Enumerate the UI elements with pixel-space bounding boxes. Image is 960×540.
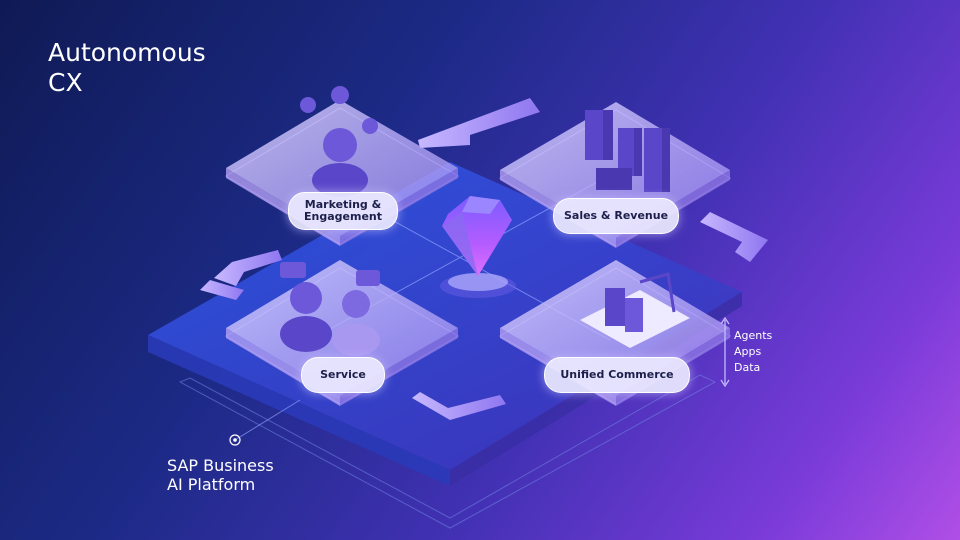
unified-commerce-label: Unified Commerce bbox=[544, 357, 690, 393]
platform-pointer bbox=[229, 434, 241, 446]
flow-arrows bbox=[200, 98, 768, 420]
layer-agents: Agents bbox=[734, 329, 773, 342]
marketing-engagement-label: Marketing & Engagement bbox=[288, 192, 398, 230]
layer-data: Data bbox=[734, 361, 761, 374]
marketing-label-line-2: Engagement bbox=[304, 210, 382, 223]
marketing-label-line-1: Marketing & bbox=[304, 198, 382, 211]
platform-line-1: SAP Business bbox=[167, 456, 274, 475]
marketing-tile bbox=[225, 86, 460, 246]
center-gem bbox=[440, 196, 516, 298]
layer-apps: Apps bbox=[734, 345, 762, 358]
layer-labels: Agents Apps Data bbox=[734, 328, 772, 376]
title-line-1: Autonomous bbox=[48, 38, 206, 67]
title-line-2: CX bbox=[48, 68, 83, 97]
platform-line-2: AI Platform bbox=[167, 475, 256, 494]
platform-label: SAP Business AI Platform bbox=[167, 456, 274, 494]
layer-bracket bbox=[720, 316, 730, 388]
service-label: Service bbox=[301, 357, 385, 393]
page-title: Autonomous CX bbox=[48, 38, 206, 98]
sales-revenue-label: Sales & Revenue bbox=[553, 198, 679, 234]
